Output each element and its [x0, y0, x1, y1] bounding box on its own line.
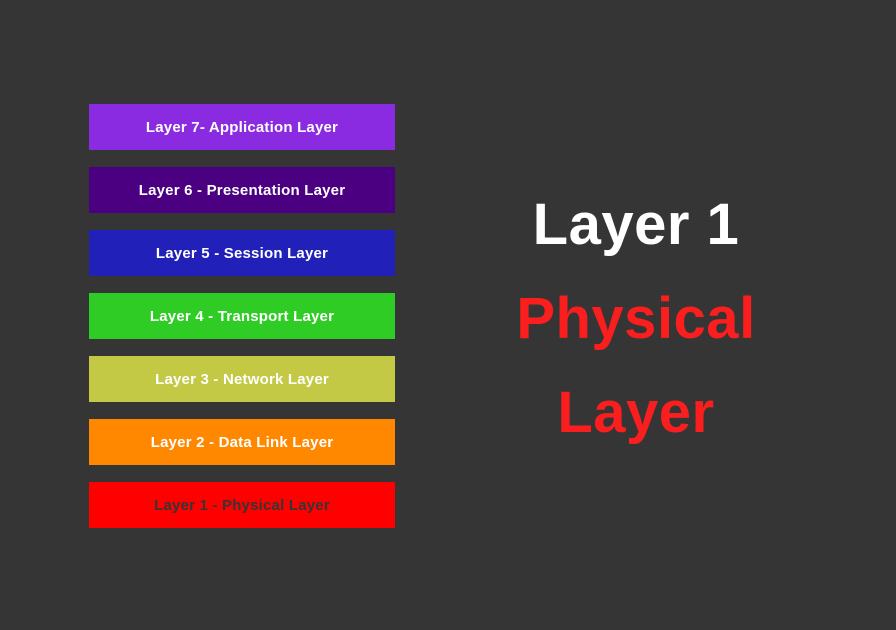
layer-bar-label: Layer 4 - Transport Layer	[149, 307, 335, 325]
layer-bar[interactable]: Layer 1 - Physical Layer	[89, 482, 395, 528]
layer-bar[interactable]: Layer 7- Application Layer	[89, 104, 395, 150]
layer-bar-label: Layer 2 - Data Link Layer	[150, 433, 334, 451]
layer-bar-label: Layer 3 - Network Layer	[155, 370, 329, 388]
layer-bar[interactable]: Layer 5 - Session Layer	[89, 230, 395, 276]
layer-bar-label: Layer 7- Application Layer	[145, 118, 339, 136]
layer-bar[interactable]: Layer 6 - Presentation Layer	[89, 167, 395, 213]
layer-bar-label: Layer 5 - Session Layer	[155, 244, 329, 262]
layer-bar[interactable]: Layer 3 - Network Layer	[89, 356, 395, 402]
layer-bar-label: Layer 1 - Physical Layer	[154, 496, 330, 514]
headline-block: Layer 1 Physical Layer	[448, 178, 824, 460]
headline-line-1: Layer 1	[532, 192, 740, 257]
layer-bar[interactable]: Layer 2 - Data Link Layer	[89, 419, 395, 465]
headline-line-2: Physical	[516, 285, 756, 351]
headline-line-3: Layer	[557, 379, 715, 445]
layer-bar-label: Layer 6 - Presentation Layer	[138, 181, 346, 199]
layer-bar[interactable]: Layer 4 - Transport Layer	[89, 293, 395, 339]
